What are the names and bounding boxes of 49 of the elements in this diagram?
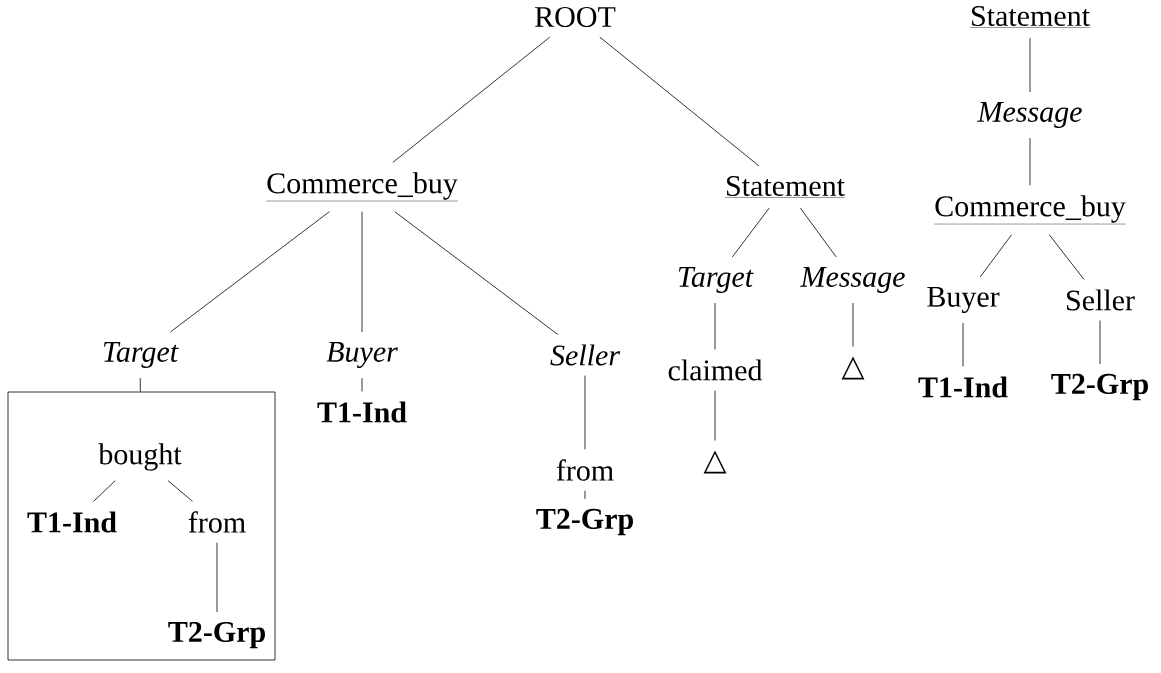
role-label: Seller [550, 344, 621, 366]
frame-label: Commerce_buy [266, 172, 458, 202]
tree-branch [852, 302, 854, 347]
tree-branch [167, 480, 193, 502]
tree-branch [714, 302, 716, 350]
role-label: Target [678, 267, 754, 293]
frame-label: Statement [724, 175, 846, 198]
entity-label: T2-Grp [168, 621, 265, 649]
tree-branch [584, 490, 586, 500]
tree-branch [93, 480, 116, 502]
tree-branch [394, 211, 559, 335]
tree-branch [361, 377, 363, 392]
tree-branch [361, 211, 363, 333]
entity-label: T1-Ind [27, 511, 117, 533]
tree-branch [979, 234, 1013, 278]
word-label: Buyer [927, 286, 1000, 314]
tree-branch [599, 36, 760, 167]
tree-branch [216, 542, 218, 613]
word-label: Seller [1067, 289, 1135, 311]
tree-branch [392, 36, 551, 163]
tree-branch [714, 390, 716, 441]
tree-branch [1099, 320, 1101, 365]
word-label: claimed [668, 359, 763, 381]
triangle-symbol: △ [703, 450, 727, 474]
tree-branch [1029, 37, 1031, 93]
tree-branch [1048, 234, 1085, 280]
tree-branch [962, 322, 964, 367]
entity-label: T1-Ind [317, 401, 407, 423]
tree-branch [1029, 137, 1031, 186]
word-label: bought [98, 443, 182, 471]
frame-label: Statement [969, 5, 1091, 28]
word-label: from [188, 511, 246, 533]
entity-label: T2-Grp [1051, 373, 1148, 401]
tree-branch [584, 375, 586, 450]
word-label: from [556, 459, 614, 481]
tree-branch [731, 207, 770, 258]
role-label: Target [103, 342, 179, 368]
tree-branch [139, 377, 141, 392]
tree-branch [800, 207, 837, 258]
role-label: Buyer [326, 341, 398, 369]
frame-label: Commerce_buy [934, 195, 1126, 225]
role-label: Message [977, 102, 1082, 128]
entity-label: T1-Ind [918, 376, 1008, 398]
triangle-symbol: △ [841, 356, 865, 380]
word-label: ROOT [535, 6, 616, 28]
role-label: Message [800, 267, 905, 293]
tree-branch [170, 211, 330, 333]
group-box [7, 391, 276, 661]
entity-label: T2-Grp [536, 508, 633, 536]
